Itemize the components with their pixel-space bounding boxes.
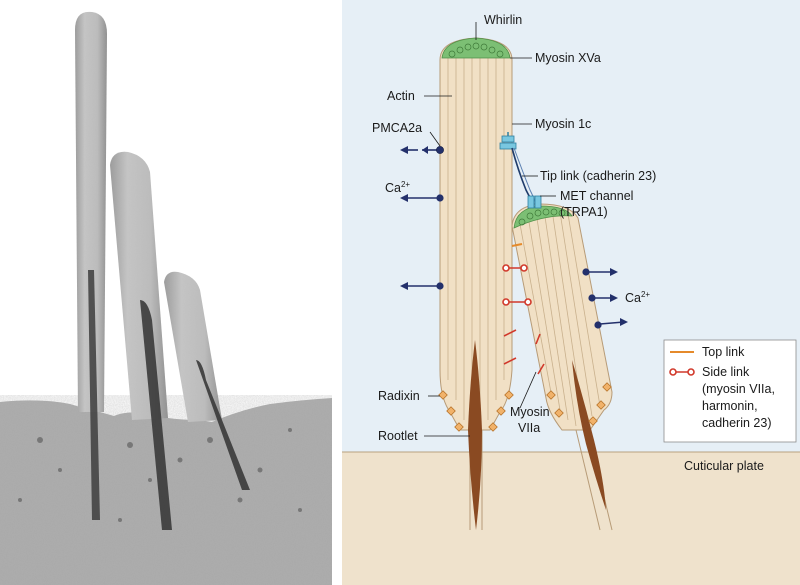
legend-top-link: Top link — [702, 345, 745, 359]
label-met-channel-sub: (TRPA1) — [560, 205, 608, 219]
label-myosin-viia-sub: VIIa — [518, 421, 540, 435]
top-link — [511, 243, 523, 247]
radixin-markers — [438, 382, 612, 432]
side-links — [502, 264, 545, 375]
rootlet-tall — [468, 340, 482, 530]
micrograph-rootlet-1 — [88, 270, 100, 520]
label-myosin-xva: Myosin XVa — [535, 51, 601, 65]
label-ca-left: Ca2+ — [385, 180, 410, 195]
pmca2a-pumps-short — [582, 268, 628, 329]
myosin-1c — [499, 132, 517, 150]
short-stereocilium — [511, 203, 613, 531]
stereocilia-diagram: Cuticular plate — [342, 0, 800, 585]
legend-side-link: Side link — [702, 365, 750, 379]
tall-stereocilium — [439, 37, 513, 530]
actin-filaments-short — [519, 209, 601, 427]
pmca2a-pump-icon — [400, 194, 444, 202]
tip-density-short — [513, 205, 573, 229]
micrograph-granules — [18, 428, 302, 522]
legend-side-link-line3: harmonin, — [702, 399, 758, 413]
electron-micrograph — [0, 0, 332, 585]
pmca2a-pump-icon — [594, 318, 628, 329]
micrograph-rootlet-3 — [196, 360, 250, 490]
label-whirlin: Whirlin — [484, 13, 522, 27]
leader-lines — [424, 22, 556, 437]
legend-side-link-line4: cadherin 23) — [702, 416, 772, 430]
micrograph-rootlet-2 — [140, 300, 172, 530]
pmca2a-pump-icon — [588, 294, 618, 302]
cuticular-plate-region — [342, 452, 800, 585]
legend: Top link Side link (myosin VIIa, harmoni… — [663, 339, 797, 443]
label-radixin: Radixin — [378, 389, 420, 403]
label-tip-link: Tip link (cadherin 23) — [540, 169, 656, 183]
legend-side-link-line2: (myosin VIIa, — [702, 382, 775, 396]
pmca2a-pump-icon — [582, 268, 618, 276]
label-rootlet: Rootlet — [378, 429, 418, 443]
pmca2a-pumps-tall — [400, 146, 444, 290]
cuticular-plate-label: Cuticular plate — [684, 459, 764, 473]
label-myosin-viia: Myosin — [510, 405, 550, 419]
label-myosin-1c: Myosin 1c — [535, 117, 591, 131]
met-channel — [527, 195, 542, 209]
rootlet-short — [572, 360, 606, 510]
label-pmca2a: PMCA2a — [372, 121, 422, 135]
pmca2a-pump-icon — [400, 146, 444, 154]
label-met-channel: MET channel — [560, 189, 633, 203]
pmca2a-pump-icon — [400, 282, 444, 290]
actin-filaments-tall — [447, 44, 505, 430]
label-ca-right: Ca2+ — [625, 290, 650, 305]
legend-side-link-swatch — [669, 368, 695, 376]
label-actin: Actin — [387, 89, 415, 103]
